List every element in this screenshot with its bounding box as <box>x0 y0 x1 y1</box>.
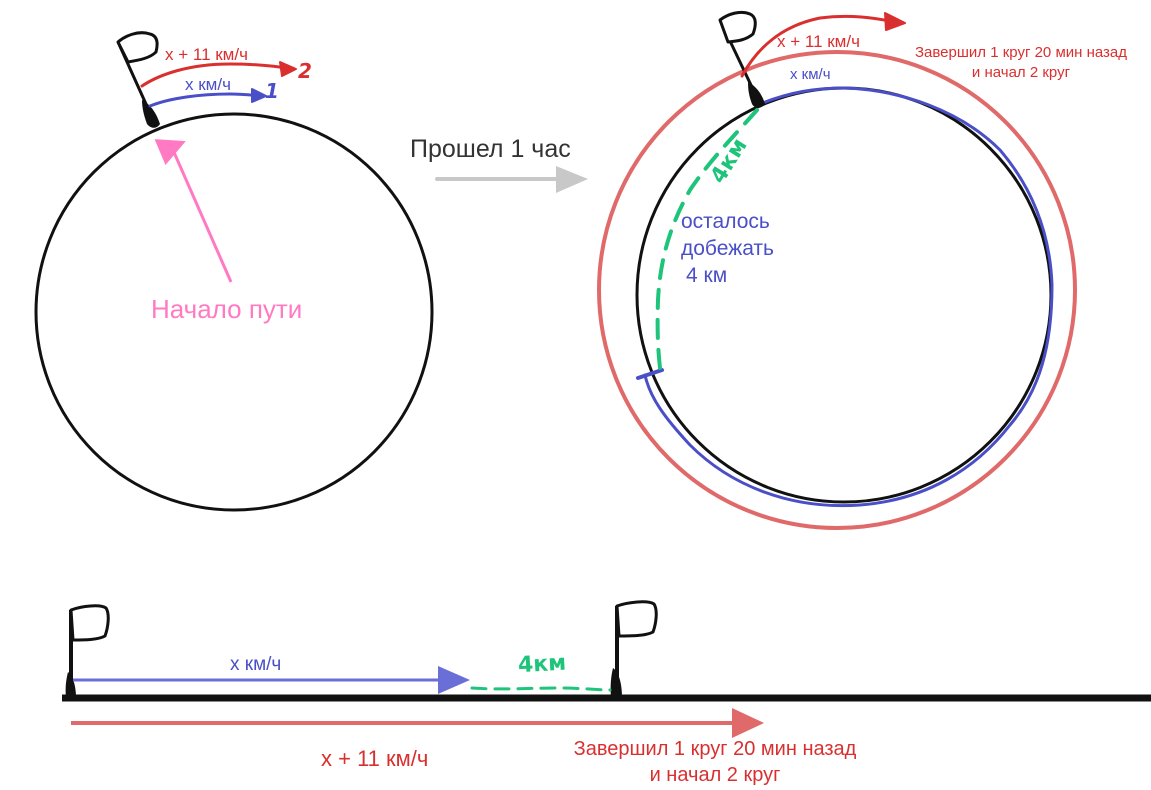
transition-arrow <box>435 166 588 193</box>
left-slow-speed-label: x км/ч <box>185 75 231 94</box>
left-fast-speed-label: x + 11 км/ч <box>165 45 248 64</box>
right-slow-speed-label: x км/ч <box>790 66 831 83</box>
left-track-circle <box>34 112 434 512</box>
left-slow-marker: 1 <box>265 79 279 103</box>
start-label: Начало пути <box>151 294 302 324</box>
left-slow-runner-arrow <box>148 88 267 108</box>
right-fast-runner-arrow <box>740 12 906 78</box>
transition-group: Прошел 1 час <box>410 135 588 193</box>
right-fast-lap-circle <box>597 50 1077 530</box>
transition-label: Прошел 1 час <box>410 135 571 163</box>
right-remaining-text-line3: 4 км <box>686 264 727 287</box>
right-slow-covered-path <box>643 86 1054 508</box>
right-fast-speed-label: x + 11 км/ч <box>777 32 860 51</box>
right-fast-status-line2: и начал 2 круг <box>972 64 1071 81</box>
start-pointer-arrow <box>154 139 233 283</box>
left-start-flag-icon <box>116 31 160 128</box>
linear-diagram-group: x км/ч 4км x + 11 км/ч Завершил 1 круг 2… <box>62 600 1151 786</box>
linear-start-flag-icon <box>65 604 110 698</box>
linear-finish-flag-icon <box>610 600 658 698</box>
right-slow-position-tick <box>636 368 664 380</box>
left-fast-runner-arrow <box>140 61 297 88</box>
right-remaining-text-line1: осталось <box>681 210 770 233</box>
linear-slow-label: x км/ч <box>230 654 281 675</box>
right-track-circle <box>635 86 1053 504</box>
right-remaining-text-line2: добежать <box>681 237 774 260</box>
linear-fast-status-line2: и начал 2 круг <box>650 764 781 786</box>
left-circle-group: x + 11 км/ч 2 x км/ч 1 Начало пути <box>34 31 434 512</box>
linear-fast-status-line1: Завершил 1 круг 20 мин назад <box>574 738 857 760</box>
left-fast-marker: 2 <box>298 59 312 83</box>
linear-fast-label: x + 11 км/ч <box>321 746 428 771</box>
right-circle-group: 4км осталось добежать 4 км x + 11 км/ч x… <box>597 10 1127 530</box>
linear-fast-arrow <box>71 708 764 738</box>
linear-gap-label: 4км <box>517 651 566 678</box>
right-start-flag-icon <box>718 10 765 108</box>
linear-gap-dashed <box>470 686 612 692</box>
linear-slow-arrow <box>73 666 470 694</box>
right-remaining-dashed-path <box>655 108 759 370</box>
right-fast-status-line1: Завершил 1 круг 20 мин назад <box>915 44 1127 61</box>
